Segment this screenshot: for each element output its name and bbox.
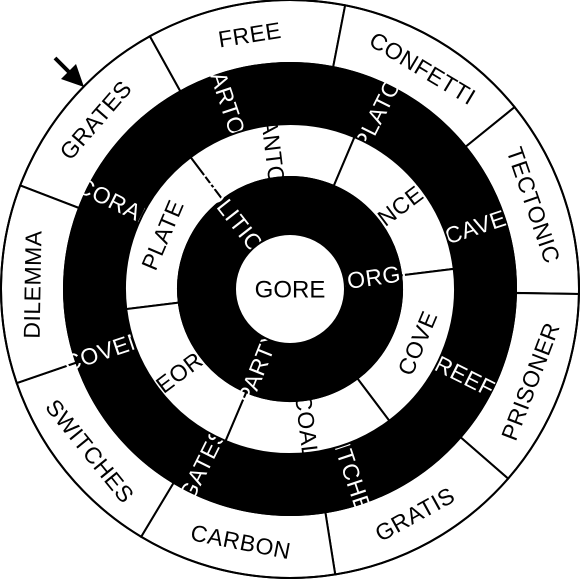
center-label: GORE [255,277,326,304]
arrow-icon [53,56,84,87]
segment-label: DILEMMA [19,230,47,339]
center-circle [234,233,346,345]
